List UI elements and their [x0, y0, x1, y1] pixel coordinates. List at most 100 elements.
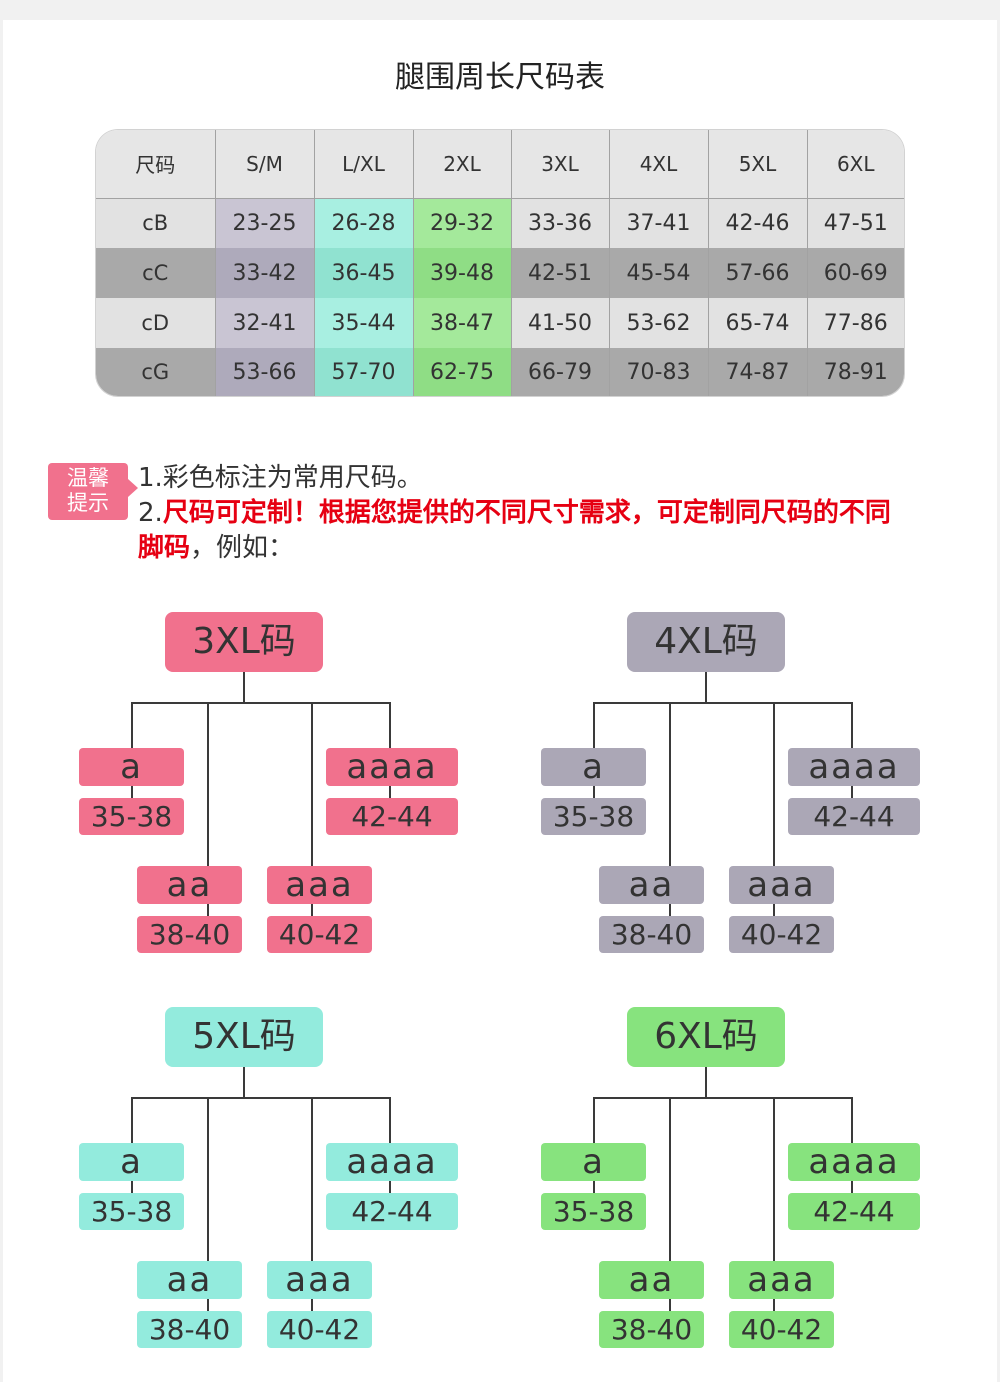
header-cell: 3XL [511, 130, 610, 199]
table-row: cB 23-25 26-28 29-32 33-36 37-41 42-46 4… [96, 198, 904, 248]
note-prefix: 2. [138, 498, 163, 528]
connector-line [243, 1067, 245, 1098]
header-cell: 4XL [609, 130, 709, 199]
branch-label: aaaa [326, 748, 458, 786]
header-cell: L/XL [314, 130, 414, 199]
branch-range: 42-44 [326, 1193, 458, 1230]
size-example-6xl: 6XL码 a 35-38 aa 38-40 aaa 40-42 aaaa 42-… [541, 1007, 921, 1349]
tip-badge-line: 提示 [67, 491, 109, 515]
table-cell: 66-79 [511, 348, 610, 396]
branch-range: 40-42 [267, 916, 372, 953]
table-cell: 42-51 [511, 248, 610, 298]
connector-line [311, 702, 313, 922]
connector-line [705, 1067, 707, 1098]
branch-range: 35-38 [541, 1193, 646, 1230]
size-example-5xl: 5XL码 a 35-38 aa 38-40 aaa 40-42 aaaa 42-… [79, 1007, 459, 1349]
branch-label: aaaa [788, 1143, 920, 1181]
branch-label: aaa [267, 866, 372, 904]
table-cell: 77-86 [807, 298, 904, 348]
branch-range: 40-42 [729, 916, 834, 953]
table-cell: 47-51 [807, 198, 904, 248]
note-emphasis: 脚码 [138, 533, 191, 563]
table-cell: 57-70 [314, 348, 414, 396]
table-header-row: 尺码 S/M L/XL 2XL 3XL 4XL 5XL 6XL [96, 130, 904, 199]
connector-line [243, 672, 245, 703]
branch-range: 35-38 [79, 1193, 184, 1230]
tip-badge: 温馨 提示 [48, 463, 138, 520]
branch-range: 38-40 [137, 916, 242, 953]
connector-line [593, 702, 853, 704]
page-title: 腿围周长尺码表 [395, 60, 605, 95]
branch-range: 42-44 [788, 798, 920, 835]
branch-label: a [541, 748, 646, 786]
branch-label: aaa [729, 866, 834, 904]
table-cell: 62-75 [413, 348, 512, 396]
table-cell: 74-87 [708, 348, 808, 396]
table-cell: 38-47 [413, 298, 512, 348]
connector-line [705, 672, 707, 703]
table-cell: 70-83 [609, 348, 709, 396]
connector-line [311, 1097, 313, 1317]
branch-range: 38-40 [599, 916, 704, 953]
branch-label: aa [137, 866, 242, 904]
connector-line [669, 1097, 671, 1317]
tip-badge-line: 温馨 [67, 466, 109, 490]
branch-label: a [79, 1143, 184, 1181]
row-label: cD [96, 298, 216, 348]
table-cell: 45-54 [609, 248, 709, 298]
branch-range: 42-44 [326, 798, 458, 835]
row-label: cB [96, 198, 216, 248]
table-cell: 41-50 [511, 298, 610, 348]
branch-label: a [541, 1143, 646, 1181]
table-row: cD 32-41 35-44 38-47 41-50 53-62 65-74 7… [96, 298, 904, 348]
branch-range: 38-40 [599, 1311, 704, 1348]
connector-line [131, 702, 391, 704]
size-chart-table: 尺码 S/M L/XL 2XL 3XL 4XL 5XL 6XL cB 23-25… [96, 130, 904, 396]
connector-line [131, 1097, 391, 1099]
example-root-label: 4XL码 [627, 612, 785, 672]
table-cell: 53-66 [215, 348, 315, 396]
table-cell: 37-41 [609, 198, 709, 248]
header-cell: 5XL [708, 130, 808, 199]
connector-line [207, 702, 209, 922]
row-label: cC [96, 248, 216, 298]
header-cell: 6XL [807, 130, 904, 199]
table-cell: 60-69 [807, 248, 904, 298]
branch-label: aaaa [788, 748, 920, 786]
example-root-label: 6XL码 [627, 1007, 785, 1067]
branch-label: aaaa [326, 1143, 458, 1181]
table-cell: 39-48 [413, 248, 512, 298]
header-cell: S/M [215, 130, 315, 199]
table-cell: 57-66 [708, 248, 808, 298]
branch-label: aa [599, 1261, 704, 1299]
table-cell: 36-45 [314, 248, 414, 298]
header-cell: 尺码 [96, 130, 216, 199]
connector-line [773, 1097, 775, 1317]
connector-line [593, 1097, 853, 1099]
note-line-2: 2.尺码可定制！根据您提供的不同尺寸需求，可定制同尺码的不同 [138, 496, 891, 530]
branch-range: 40-42 [267, 1311, 372, 1348]
size-example-3xl: 3XL码 a 35-38 aa 38-40 aaa 40-42 aaaa 42-… [79, 612, 459, 954]
table-cell: 35-44 [314, 298, 414, 348]
table-cell: 29-32 [413, 198, 512, 248]
note-line-1: 1.彩色标注为常用尺码。 [138, 463, 423, 493]
table-cell: 78-91 [807, 348, 904, 396]
row-label: cG [96, 348, 216, 396]
branch-range: 40-42 [729, 1311, 834, 1348]
note-line-3: 脚码，例如： [138, 531, 294, 565]
connector-line [669, 702, 671, 922]
size-example-4xl: 4XL码 a 35-38 aa 38-40 aaa 40-42 aaaa 42-… [541, 612, 921, 954]
table-row: cG 53-66 57-70 62-75 66-79 70-83 74-87 7… [96, 348, 904, 396]
table-cell: 53-62 [609, 298, 709, 348]
connector-line [773, 702, 775, 922]
header-cell: 2XL [413, 130, 512, 199]
table-cell: 26-28 [314, 198, 414, 248]
table-cell: 65-74 [708, 298, 808, 348]
branch-range: 38-40 [137, 1311, 242, 1348]
table-row: cC 33-42 36-45 39-48 42-51 45-54 57-66 6… [96, 248, 904, 298]
branch-range: 42-44 [788, 1193, 920, 1230]
branch-label: aa [137, 1261, 242, 1299]
table-cell: 33-42 [215, 248, 315, 298]
branch-label: a [79, 748, 184, 786]
